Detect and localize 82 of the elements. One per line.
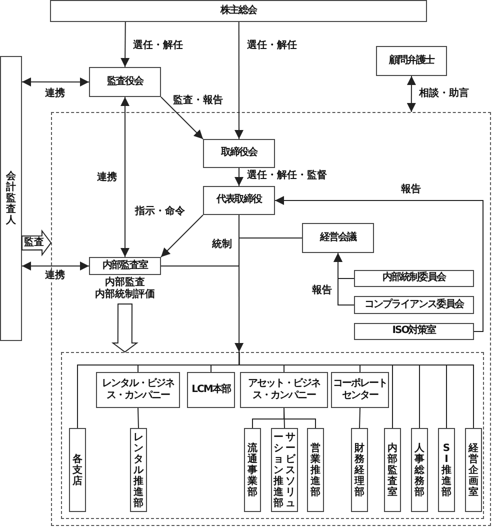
org-box: [307, 428, 324, 512]
edge-label: 指示・命令: [134, 206, 186, 218]
org-box: [240, 372, 328, 408]
edge-label: 相談・助言: [418, 88, 470, 100]
node-label: コンプライアンス委員会: [364, 298, 464, 312]
org-box: [203, 139, 275, 168]
org-box: [384, 428, 401, 512]
org-box: [89, 67, 161, 97]
edge-label: 選任・解任・監督: [246, 170, 328, 182]
arrow: [334, 252, 354, 306]
arrow: [160, 214, 204, 258]
org-box: [130, 428, 147, 512]
node-label: 内部監査室: [102, 260, 148, 272]
org-box: [50, 0, 427, 22]
node-label: 株主総会: [220, 4, 258, 18]
arrow: [120, 22, 130, 68]
arrow: [234, 168, 244, 186]
node-label: ISO対策室: [391, 325, 437, 338]
edge-label: 統制: [211, 239, 233, 251]
vertical-label: サービスソリューション推進部: [274, 432, 296, 508]
edge-label: 連携: [44, 270, 66, 282]
block-arrow: [111, 303, 138, 353]
connector-line: [160, 214, 240, 266]
arrow: [160, 96, 204, 140]
org-box: [438, 428, 455, 512]
vertical-label: 各支店: [72, 454, 82, 486]
org-box: [187, 372, 235, 408]
org-box: [354, 323, 474, 340]
org-box: [96, 372, 180, 408]
vertical-label: 流通事業部: [248, 442, 258, 498]
node-label: 内部統制委員会: [382, 272, 446, 285]
vertical-label: 経営企画室: [468, 442, 478, 498]
edge-label: 報告: [311, 285, 333, 297]
connector-line: [359, 408, 360, 428]
org-box: [244, 428, 261, 512]
org-box: [331, 372, 389, 408]
edge-label: 連携: [44, 88, 66, 100]
edge-label: 報告: [400, 184, 422, 196]
org-box: [69, 428, 86, 512]
org-box: [89, 257, 161, 275]
vertical-label: 内部監査室: [388, 442, 398, 498]
node-label: 顧問弁護士: [388, 54, 435, 68]
note-text: 内部統制評価: [95, 289, 155, 301]
org-box: [354, 296, 474, 314]
edge-label: 監査・報告: [172, 95, 224, 107]
edge-label: 選任・解任: [246, 40, 298, 52]
org-box: [354, 270, 474, 287]
node-label: 経営会議: [319, 232, 357, 244]
block-arrow: [21, 229, 52, 256]
edge-label: 連携: [96, 172, 118, 184]
org-box: [302, 223, 374, 253]
vertical-label: 財務経理部: [354, 442, 364, 498]
arrow: [234, 22, 244, 140]
node-label: 代表取締役: [216, 194, 262, 207]
vertical-label: 人事総務部: [414, 442, 424, 498]
connector-line: [284, 408, 316, 428]
vertical-label: SI推進部: [442, 442, 452, 498]
vertical-label: レンタル推進部: [134, 432, 144, 508]
node-label: コーポレートセンター: [332, 378, 388, 402]
node-label: LCM本部: [190, 384, 232, 396]
org-box: [465, 428, 482, 512]
vertical-label: 営業推進部: [310, 442, 320, 498]
arrow: [22, 77, 90, 86]
org-box: [0, 56, 22, 341]
arrow: [120, 96, 130, 258]
org-box: [351, 428, 368, 512]
node-label: アセット・ビジネス・カンパニー: [247, 378, 322, 402]
connector-line: [138, 408, 139, 428]
node-label: 取締役会: [220, 147, 258, 160]
org-box: [203, 186, 275, 215]
arrow: [22, 262, 90, 271]
edge-label: 監査: [24, 237, 44, 249]
org-box: [376, 46, 447, 76]
dashed-frame: [61, 352, 484, 519]
org-box: [411, 428, 428, 512]
note-text: 内部監査: [105, 277, 145, 288]
arrow: [274, 196, 484, 332]
arrow: [406, 76, 416, 112]
edge-label: 選任・解任: [132, 40, 184, 52]
vertical-label: 会計監査人: [6, 171, 16, 226]
node-label: レンタル・ビジネス・カンパニー: [101, 378, 176, 402]
node-label: 監査役会: [106, 76, 144, 88]
